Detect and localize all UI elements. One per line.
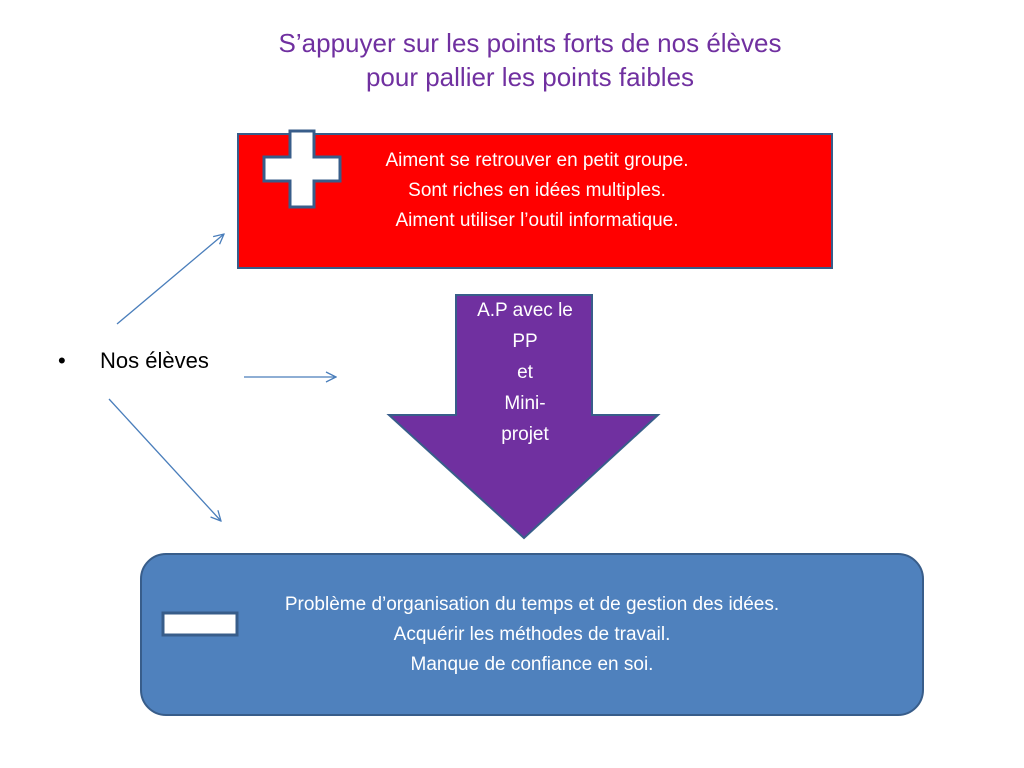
strength-line-3: Aiment utiliser l’outil informatique. <box>395 210 679 231</box>
weakness-line-1: Problème d’organisation du temps et de g… <box>284 594 780 615</box>
arrow-line-5: projet <box>501 424 549 445</box>
strengths-text: Aiment se retrouver en petit groupe. Son… <box>330 146 744 236</box>
plus-icon <box>262 129 342 209</box>
weakness-line-2: Acquérir les méthodes de travail. <box>393 624 671 645</box>
title-line-2: pour pallier les points faibles <box>365 62 695 92</box>
connector-arrow-down <box>108 398 221 521</box>
title-line-1: S’appuyer sur les points forts de nos él… <box>278 28 782 58</box>
connector-arrow-up <box>116 234 224 325</box>
weaknesses-box <box>140 553 924 716</box>
arrow-line-3: et <box>517 362 533 383</box>
action-arrow-label: A.P avec le PP et Mini- projet <box>458 295 592 450</box>
arrow-line-2: PP <box>512 331 538 352</box>
bullet-text: Nos élèves <box>100 348 209 373</box>
action-arrow <box>386 294 661 540</box>
strength-line-1: Aiment se retrouver en petit groupe. <box>385 150 689 171</box>
arrow-line-1: A.P avec le <box>477 300 573 321</box>
slide-title: S’appuyer sur les points forts de nos él… <box>170 26 890 94</box>
bullet-marker: • <box>58 348 66 373</box>
weakness-line-3: Manque de confiance en soi. <box>410 654 654 675</box>
strength-line-2: Sont riches en idées multiples. <box>408 180 666 201</box>
arrow-line-4: Mini- <box>504 393 546 414</box>
minus-icon <box>161 611 239 637</box>
weaknesses-text: Problème d’organisation du temps et de g… <box>200 590 864 680</box>
